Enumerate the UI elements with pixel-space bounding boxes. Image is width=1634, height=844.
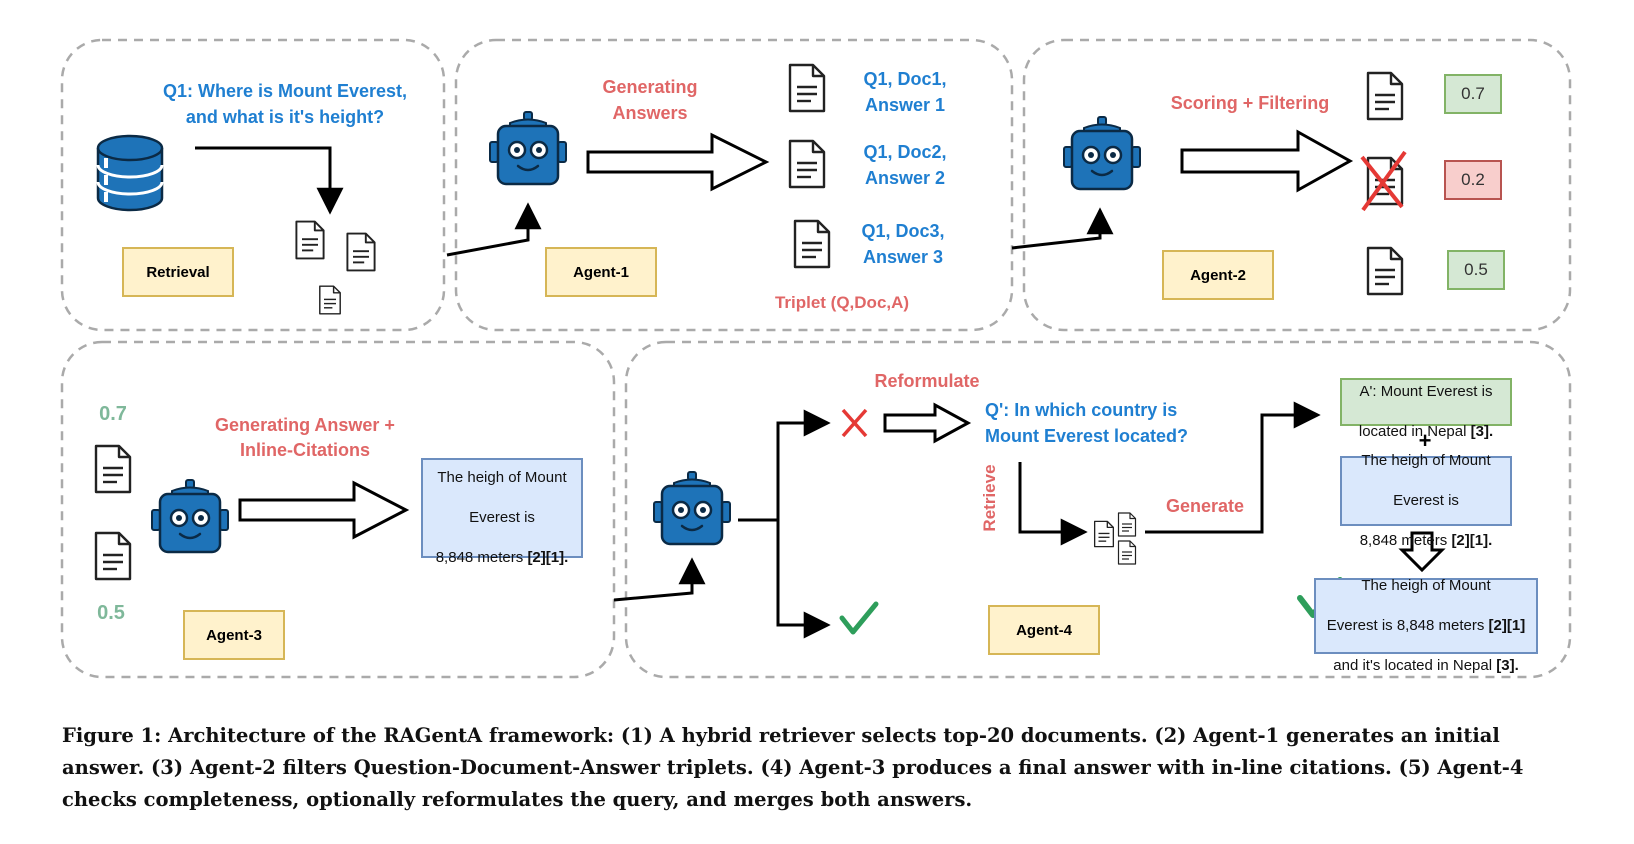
answer-line: The heigh of Mount (437, 469, 567, 486)
retrieval-question-line2: and what is it's height? (185, 107, 385, 127)
panel-agent-4 (624, 340, 1572, 679)
answer-line: 8,848 meters (435, 549, 528, 566)
agent1-doc1-line2: Answer 1 (864, 95, 946, 115)
answer-line: Everest is (469, 509, 535, 526)
hollow-arrow (238, 480, 410, 540)
retrieval-question-line1: Q1: Where is Mount Everest, (162, 81, 408, 101)
agent3-action-line1: Generating Answer + (215, 415, 395, 435)
document-icon (94, 444, 132, 494)
agent3-label: Agent-3 (183, 610, 285, 660)
agent1-action-line2: Answers (612, 103, 688, 123)
robot-icon (488, 110, 568, 186)
cross-icon (1360, 150, 1407, 212)
check-icon (839, 601, 879, 635)
document-icon (793, 219, 831, 269)
reformulated-query-line2: Mount Everest located? (985, 426, 1189, 446)
document-icon (295, 220, 325, 260)
agent3-action-line2: Inline-Citations (240, 440, 370, 460)
answer-line: and it's located in Nepal (1333, 657, 1497, 674)
agent2-action: Scoring + Filtering (1170, 93, 1330, 113)
panel-agent-1 (454, 38, 1014, 332)
document-icon (1366, 246, 1404, 296)
answer-line: located in Nepal (1358, 423, 1471, 440)
architecture-diagram: Q1: Where is Mount Everest, and what is … (60, 38, 1572, 679)
hollow-arrow (883, 402, 972, 444)
agent1-action-line1: Generating (602, 77, 698, 97)
document-icon (1093, 520, 1115, 548)
agent3-answer-box: The heigh of Mount Everest is 8,848 mete… (421, 458, 583, 566)
agent1-doc3-line2: Answer 3 (862, 247, 944, 267)
document-icon (788, 139, 826, 189)
agent1-doc3-line1: Q1, Doc3, (861, 221, 945, 241)
answer-line: The heigh of Mount (1361, 577, 1491, 594)
figure-caption: Figure 1: Architecture of the RAGentA fr… (62, 724, 1524, 811)
reformulate-label: Reformulate (874, 371, 980, 391)
document-icon (1117, 512, 1137, 537)
new-answer-box: A': Mount Everest is located in Nepal [3… (1340, 378, 1512, 440)
connector-arrow (446, 202, 542, 257)
cross-icon (841, 408, 868, 438)
document-icon (1366, 71, 1404, 121)
branch-arrow-reformulate (776, 409, 831, 520)
panel-agent-3 (60, 340, 616, 679)
citation: [3]. (1496, 657, 1519, 674)
score-badge: 0.2 (1444, 160, 1502, 200)
previous-answer-box: The heigh of Mount Everest is 8,848 mete… (1340, 452, 1512, 549)
document-icon (346, 232, 376, 272)
agent1-doc1-line1: Q1, Doc1, (863, 69, 947, 89)
hollow-arrow (586, 132, 770, 192)
agent3-score-bottom: 0.5 (97, 602, 125, 624)
document-icon (94, 531, 132, 581)
score-badge: 0.7 (1444, 74, 1502, 114)
agent1-label: Agent-1 (545, 247, 657, 297)
score-badge: 0.5 (1447, 250, 1505, 290)
citation: [3]. (1470, 423, 1494, 440)
plus-sign: + (1418, 428, 1432, 453)
answer-line: Everest is 8,848 meters (1326, 617, 1489, 634)
generate-label: Generate (1165, 496, 1245, 516)
robot-icon (652, 470, 732, 546)
retrieve-arrow (1018, 462, 1088, 546)
retrieval-arrow (195, 146, 344, 215)
citation: [2][1] (1488, 617, 1526, 634)
citation: [2][1]. (527, 549, 569, 566)
connector-arrow (613, 557, 706, 602)
agent2-label: Agent-2 (1162, 250, 1274, 300)
agent1-doc2-line2: Answer 2 (864, 168, 946, 188)
answer-line: Everest is (1393, 492, 1459, 509)
branch-arrow-complete (776, 520, 831, 639)
final-answer-box: The heigh of Mount Everest is 8,848 mete… (1314, 577, 1538, 674)
citation: [2][1]. (1451, 532, 1493, 549)
document-icon (1117, 540, 1137, 565)
agent4-label: Agent-4 (988, 605, 1100, 655)
agent1-doc2-line1: Q1, Doc2, (863, 142, 947, 162)
document-icon (319, 285, 341, 315)
answer-line: A': Mount Everest is (1359, 383, 1493, 400)
down-hollow-arrow (1398, 531, 1446, 573)
answer-line: The heigh of Mount (1361, 452, 1491, 469)
generate-arrow (1145, 401, 1321, 534)
triplet-label: Triplet (Q,Doc,A) (774, 293, 910, 312)
database-icon (96, 134, 164, 212)
panel-retrieval (60, 38, 446, 332)
robot-icon (1062, 115, 1142, 191)
hollow-arrow (1180, 129, 1354, 193)
answer-line: 8,848 meters (1359, 532, 1452, 549)
retrieve-label: Retrieve (980, 464, 999, 532)
document-icon (788, 63, 826, 113)
panel-agent-2 (1022, 38, 1572, 332)
retrieval-label: Retrieval (122, 247, 234, 297)
connector-arrow (1011, 207, 1114, 250)
agent3-score-top: 0.7 (99, 403, 127, 425)
reformulated-query-line1: Q': In which country is (985, 400, 1178, 420)
robot-icon (150, 478, 230, 554)
diagram-canvas (60, 38, 1572, 679)
